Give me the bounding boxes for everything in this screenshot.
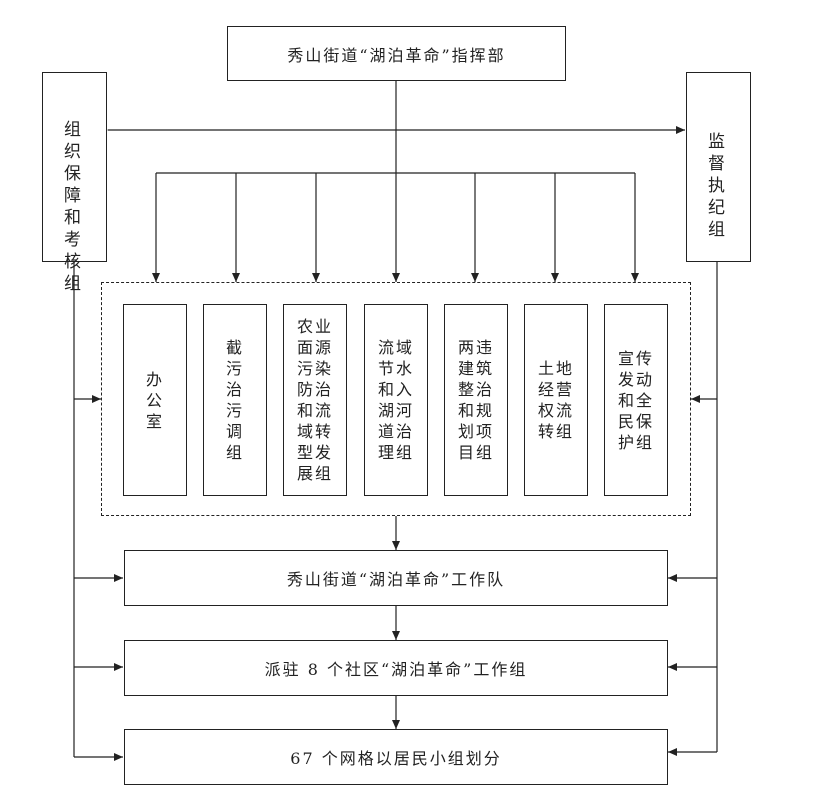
group-box-land-transfer: 土地经营权流转组 — [524, 304, 588, 496]
level-box-grids: 67 个网格以居民小组划分 — [124, 729, 668, 785]
group-label-agriculture: 农业面源污染防治和流域转型发展组 — [296, 317, 333, 483]
groups-container — [101, 282, 691, 516]
group-label-water-saving: 流域节水和入湖河道治理组 — [377, 338, 414, 462]
group-label-sewage: 截污治污调组 — [225, 338, 244, 462]
group-box-office: 办公室 — [123, 304, 187, 496]
group-box-water-saving: 流域节水和入湖河道治理组 — [364, 304, 428, 496]
command-header-box: 秀山街道“湖泊革命”指挥部 — [227, 26, 566, 81]
left-group-box: 组织保障和考核组 — [42, 72, 107, 294]
group-box-sewage: 截污治污调组 — [203, 304, 267, 496]
right-group-box: 监督执纪组 — [686, 72, 751, 262]
left-group-label: 组织保障和考核组 — [64, 120, 85, 294]
group-box-illegal-building: 两违建筑整治和规划项目组 — [444, 304, 508, 496]
level-label-community-groups: 派驻 8 个社区“湖泊革命”工作组 — [264, 660, 528, 679]
right-group-label: 监督执纪组 — [708, 132, 729, 240]
group-label-illegal-building: 两违建筑整治和规划项目组 — [457, 338, 494, 462]
group-label-land-transfer: 土地经营权流转组 — [537, 359, 574, 441]
level-label-grids: 67 个网格以居民小组划分 — [290, 749, 502, 768]
group-box-publicity: 宣传发动和全民保护组 — [604, 304, 668, 496]
command-header-label: 秀山街道“湖泊革命”指挥部 — [287, 45, 506, 65]
group-box-agriculture: 农业面源污染防治和流域转型发展组 — [283, 304, 347, 496]
level-box-community-groups: 派驻 8 个社区“湖泊革命”工作组 — [124, 640, 668, 696]
level-label-work-team: 秀山街道“湖泊革命”工作队 — [286, 570, 506, 589]
group-label-office: 办公室 — [145, 369, 164, 431]
group-label-publicity: 宣传发动和全民保护组 — [617, 348, 654, 452]
level-box-work-team: 秀山街道“湖泊革命”工作队 — [124, 550, 668, 606]
